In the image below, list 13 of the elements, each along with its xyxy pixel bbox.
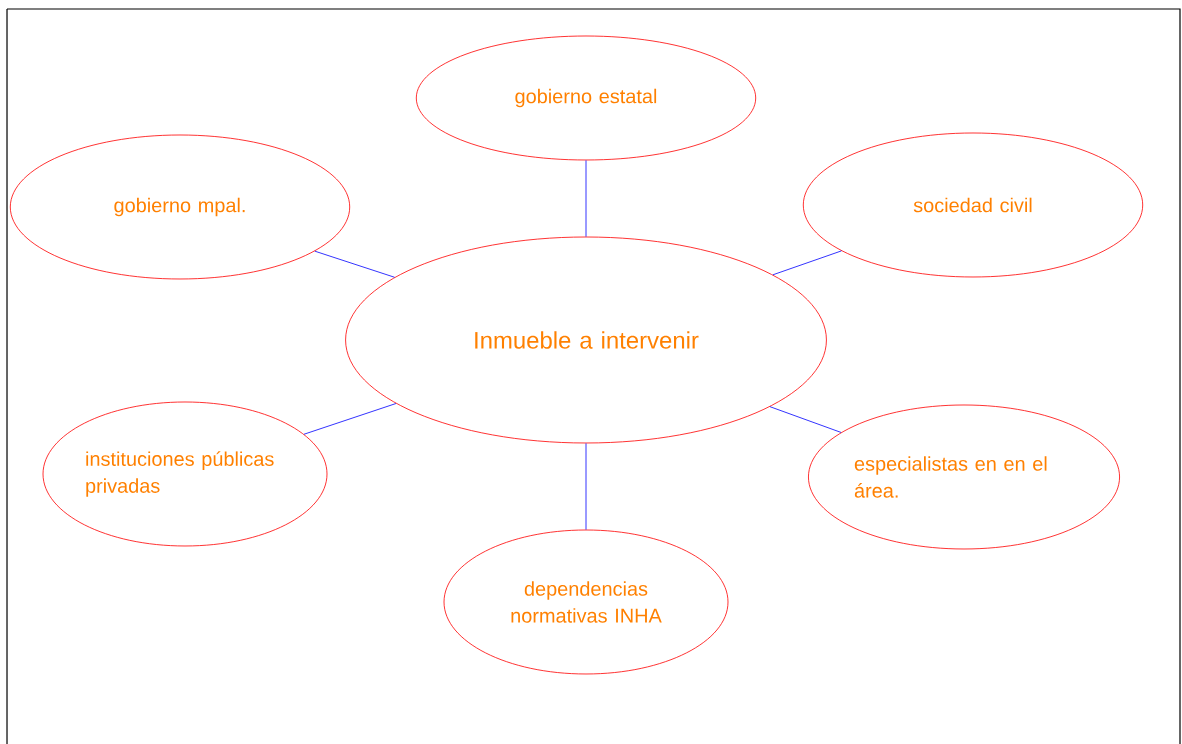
connector-line bbox=[585, 443, 587, 530]
ellipse-node: instituciones públicas privadas bbox=[42, 401, 328, 547]
ellipse-node: gobierno mpal. bbox=[9, 134, 351, 280]
connector-line bbox=[303, 403, 397, 435]
connector-line bbox=[314, 250, 395, 278]
ellipse-node: Inmueble a intervenir bbox=[345, 236, 827, 444]
ellipse-node: dependencias normativas INHA bbox=[443, 529, 729, 675]
connector-line bbox=[769, 406, 842, 433]
ellipse-node: gobierno estatal bbox=[415, 35, 757, 161]
connector-line bbox=[772, 250, 842, 276]
connector-line bbox=[585, 160, 587, 237]
ellipse-node: sociedad civil bbox=[802, 132, 1144, 278]
ellipse-node: especialistas en en el área. bbox=[808, 404, 1120, 550]
